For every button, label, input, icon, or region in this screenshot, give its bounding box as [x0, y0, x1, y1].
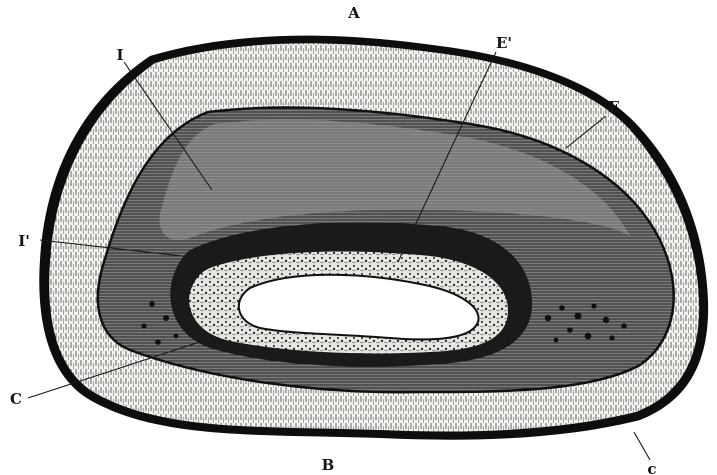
- label-E-prime: E': [496, 34, 512, 52]
- label-c: c: [647, 460, 656, 475]
- label-C: C: [10, 390, 22, 408]
- label-A: A: [347, 4, 360, 22]
- label-I-prime: I': [18, 232, 30, 250]
- label-I: I: [116, 46, 123, 64]
- leader-line-c: [634, 432, 650, 460]
- label-E: E: [608, 98, 619, 116]
- label-B: B: [322, 456, 335, 474]
